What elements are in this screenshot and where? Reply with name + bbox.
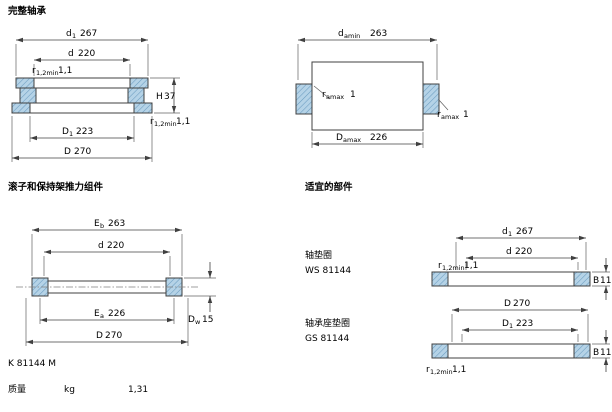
ab-dim-ramaxl-sym: r: [322, 90, 326, 100]
ab-dim-damin-sub: amin: [344, 32, 360, 40]
ab-dim-ramaxr-sym: r: [437, 110, 441, 120]
gs-dim-D1-sym: D: [502, 319, 509, 329]
ab-dim-Damax-sym: D: [336, 133, 343, 143]
cb-roller-left: [19, 87, 37, 104]
ws-dim-r12-sub: 1,2min: [442, 264, 465, 272]
gs-dim-D-sym: D: [504, 299, 511, 309]
cb-dim-r12bot-val: 1,1: [176, 117, 190, 127]
cb-dim-d-val: 220: [78, 49, 95, 59]
gs-washer-body: [431, 343, 591, 359]
cb-top-washer: [15, 77, 149, 89]
section-complete-bearing: 完整轴承 d 1 267 d 220 r 1,2min 1,1 H 37: [8, 5, 190, 162]
ab-dim-ramaxl-val: 1: [350, 90, 356, 100]
ab-dim-ramaxr-val: 1: [463, 110, 469, 120]
ws-washer-section-right: [573, 271, 591, 287]
section-components: 适宜的部件 轴垫圈 WS 81144 d 1 267 d 220 r 1,2mi…: [305, 181, 611, 376]
cb-top-washer-section-left: [15, 77, 35, 89]
cb-roller-right: [127, 87, 145, 104]
ws-dim-d-val: 220: [515, 247, 532, 257]
ws-dim-B-val: 11: [600, 276, 611, 286]
ws-washer-section-left: [431, 271, 449, 287]
cb-bottom-washer-section-left: [11, 102, 31, 114]
cb-dim-H-val: 37: [164, 92, 175, 102]
cb-dim-H-sym: H: [156, 92, 163, 102]
shaft-washer-name: 轴垫圈: [305, 249, 332, 261]
ab-dim-damin-val: 263: [370, 29, 387, 39]
mass-unit: kg: [64, 385, 75, 395]
section-abutment: d amin 263 r amax 1 r amax 1 D amax 226: [295, 29, 469, 148]
as-dim-Ea-val: 226: [108, 309, 125, 319]
cb-dim-r12top-val: 1,1: [58, 66, 72, 76]
cb-dim-r12top-sub: 1,2min: [36, 69, 59, 77]
gs-dim-r12-val: 1,1: [452, 365, 466, 375]
cb-dim-d1-sym: d: [66, 29, 72, 39]
as-dim-D-val: 270: [105, 331, 122, 341]
cb-top-washer-section-right: [129, 77, 149, 89]
housing-washer-name: 轴承座垫圈: [305, 317, 350, 329]
mass-value: 1,31: [128, 385, 148, 395]
ws-dim-d1-sub: 1: [508, 230, 512, 238]
ws-dim-r12-sym: r: [438, 261, 442, 271]
cb-bottom-washer-section-right: [133, 102, 153, 114]
cb-dim-d-sym: d: [68, 49, 74, 59]
cb-dim-D1-sym: D: [62, 127, 69, 137]
ws-dim-d1-sym: d: [502, 227, 508, 237]
ws-dim-d1-val: 267: [516, 227, 533, 237]
as-dim-Dw-sym: D: [188, 315, 195, 325]
gs-dim-B-sym: B: [593, 348, 599, 358]
cb-dim-D1-sub: 1: [69, 130, 73, 138]
ab-washer-right: [422, 83, 440, 115]
gs-dim-D-val: 270: [513, 299, 530, 309]
ab-dim-ramaxr-sub: amax: [441, 113, 459, 121]
ab-dim-Damax-sub: amax: [343, 136, 361, 144]
as-dim-Ea-sub: a: [100, 312, 104, 320]
as-dim-Ea-sym: E: [94, 309, 100, 319]
cb-dim-d1-val: 267: [80, 29, 97, 39]
shaft-washer-designation: WS 81144: [305, 266, 351, 276]
gs-washer-section-right: [573, 343, 591, 359]
as-dim-Dw-val: 15: [202, 315, 213, 325]
housing-washer-designation: GS 81144: [305, 334, 349, 344]
as-dim-d-val: 220: [107, 241, 124, 251]
gs-dim-r12-sym: r: [426, 365, 430, 375]
as-dim-Eb-val: 263: [108, 219, 125, 229]
mass-label: 质量: [8, 383, 26, 395]
as-dim-Eb-sub: b: [100, 222, 104, 230]
ab-dim-ramaxl-leader: [313, 85, 331, 100]
assembly-title: 滚子和保持架推力组件: [8, 181, 104, 193]
as-dim-d-sym: d: [98, 241, 104, 251]
cb-dim-d1-sub: 1: [72, 32, 76, 40]
ws-dim-r12-val: 1,1: [464, 261, 478, 271]
complete-bearing-title: 完整轴承: [8, 5, 47, 17]
components-title: 适宜的部件: [305, 181, 353, 193]
gs-washer-section-left: [431, 343, 449, 359]
ab-dim-Damax-val: 226: [370, 133, 387, 143]
cb-dim-D-sym: D: [64, 147, 71, 157]
cb-bottom-washer: [11, 102, 153, 114]
gs-dim-D1-val: 223: [516, 319, 533, 329]
ab-shaft-housing-block: [311, 61, 424, 131]
ws-dim-d-sym: d: [506, 247, 512, 257]
ab-dim-ramaxl-sub: amax: [326, 93, 344, 101]
as-dim-D-sym: D: [96, 331, 103, 341]
cb-dim-D1-val: 223: [76, 127, 93, 137]
ab-dim-damin-sym: d: [338, 29, 344, 39]
gs-dim-B-val: 11: [600, 348, 611, 358]
as-dim-Eb-sym: E: [94, 219, 100, 229]
ab-washer-left: [295, 83, 313, 115]
as-dim-Dw-sub: w: [195, 318, 201, 326]
cb-dim-r12top-sym: r: [32, 66, 36, 76]
ab-dim-ramaxr-leader: [438, 99, 449, 111]
assembly-designation: K 81144 M: [8, 359, 56, 369]
section-assembly: 滚子和保持架推力组件 E b 263 d 220 E a 226 D 270: [8, 181, 216, 395]
cb-dim-D-val: 270: [74, 147, 91, 157]
ws-dim-B-sym: B: [593, 276, 599, 286]
cb-dim-r12bot-sub: 1,2min: [154, 120, 177, 128]
ws-washer-body: [431, 271, 591, 287]
gs-dim-r12-sub: 1,2min: [430, 368, 453, 376]
gs-dim-D1-sub: 1: [509, 322, 513, 330]
